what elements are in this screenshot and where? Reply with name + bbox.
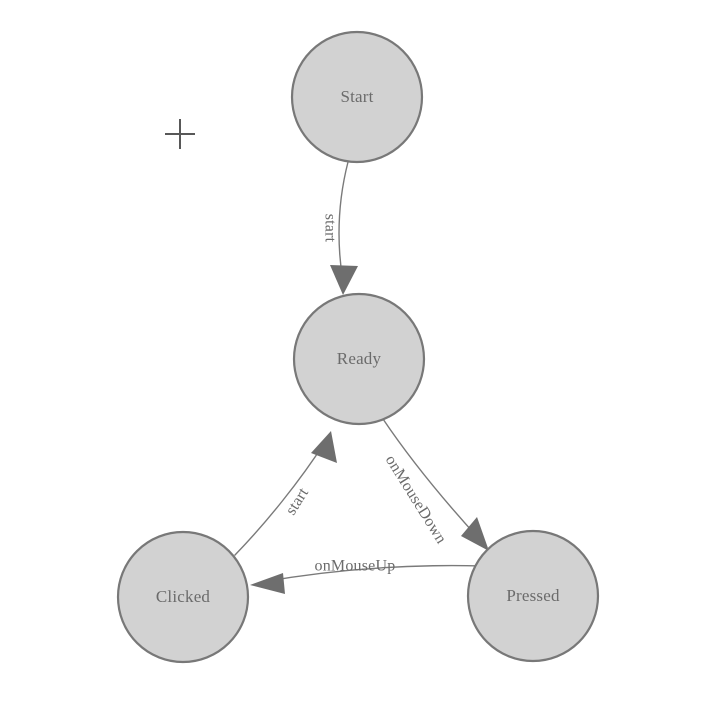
state-node-circle[interactable] [292, 292, 426, 426]
edge-ready-to-pressed[interactable]: onMouseDown [382, 418, 489, 551]
edge-start-to-ready[interactable]: start [321, 161, 358, 295]
edge-line [338, 161, 349, 283]
state-node-start[interactable]: Start [290, 30, 424, 164]
edge-arrowhead-icon [250, 573, 285, 594]
edge-arrowhead-icon [311, 431, 337, 463]
edge-clicked-to-ready[interactable]: start [234, 431, 337, 556]
state-node-circle[interactable] [116, 530, 250, 664]
edge-label: start [283, 485, 313, 519]
state-node-label: Pressed [506, 586, 560, 605]
state-node-label: Ready [337, 349, 382, 368]
edge-label: onMouseUp [315, 558, 396, 575]
edge-label: onMouseDown [382, 452, 450, 547]
state-node-clicked[interactable]: Clicked [116, 530, 250, 664]
state-node-label: Clicked [156, 587, 211, 606]
edge-line [234, 441, 326, 556]
edge-arrowhead-icon [330, 265, 358, 295]
state-node-pressed[interactable]: Pressed [466, 529, 600, 663]
state-node-label: Start [340, 87, 373, 106]
crosshair-icon [165, 119, 195, 149]
edge-label: start [321, 214, 338, 243]
edge-arrowhead-icon [461, 517, 489, 551]
state-node-ready[interactable]: Ready [292, 292, 426, 426]
overlay-layer [165, 119, 195, 149]
state-node-circle[interactable] [466, 529, 600, 663]
state-node-circle[interactable] [290, 30, 424, 164]
